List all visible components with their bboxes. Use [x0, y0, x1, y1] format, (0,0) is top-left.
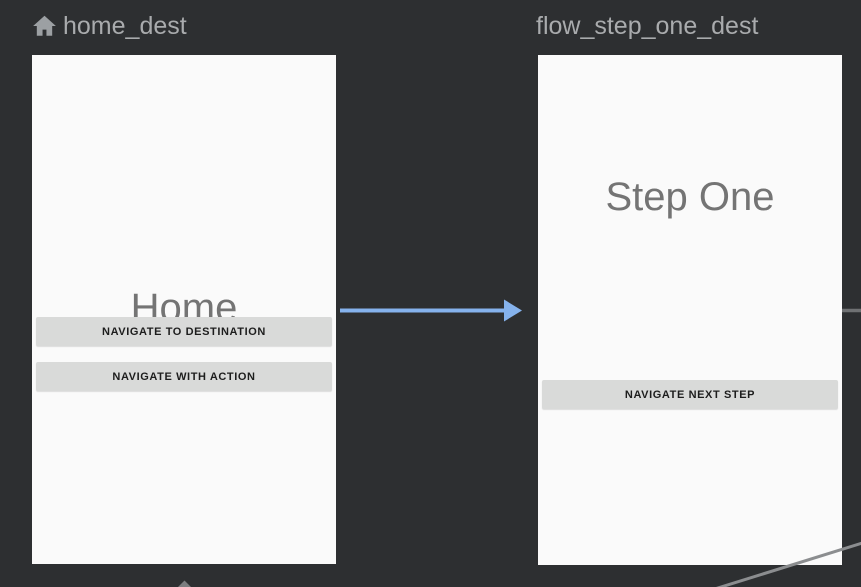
destination-header-step-one[interactable]: flow_step_one_dest: [536, 9, 758, 43]
destination-label: home_dest: [63, 12, 187, 40]
destination-header-home[interactable]: home_dest: [31, 9, 187, 43]
destination-label: flow_step_one_dest: [536, 12, 759, 40]
home-icon: [31, 13, 58, 39]
action-edge-crossing-diagonal[interactable]: [705, 540, 861, 587]
incoming-edge-arrowhead-home[interactable]: [177, 580, 192, 587]
screen-title: Step One: [605, 175, 775, 219]
action-edge-home-to-step-one[interactable]: [340, 299, 522, 322]
destination-preview-home[interactable]: Home NAVIGATE TO DESTINATION NAVIGATE WI…: [32, 55, 336, 564]
navigate-to-destination-button: NAVIGATE TO DESTINATION: [36, 317, 332, 346]
action-arrowhead-icon: [504, 299, 522, 322]
navigate-with-action-button: NAVIGATE WITH ACTION: [36, 362, 332, 391]
navigate-next-step-button: NAVIGATE NEXT STEP: [542, 380, 838, 409]
destination-preview-step-one[interactable]: Step One NAVIGATE NEXT STEP: [538, 55, 842, 565]
